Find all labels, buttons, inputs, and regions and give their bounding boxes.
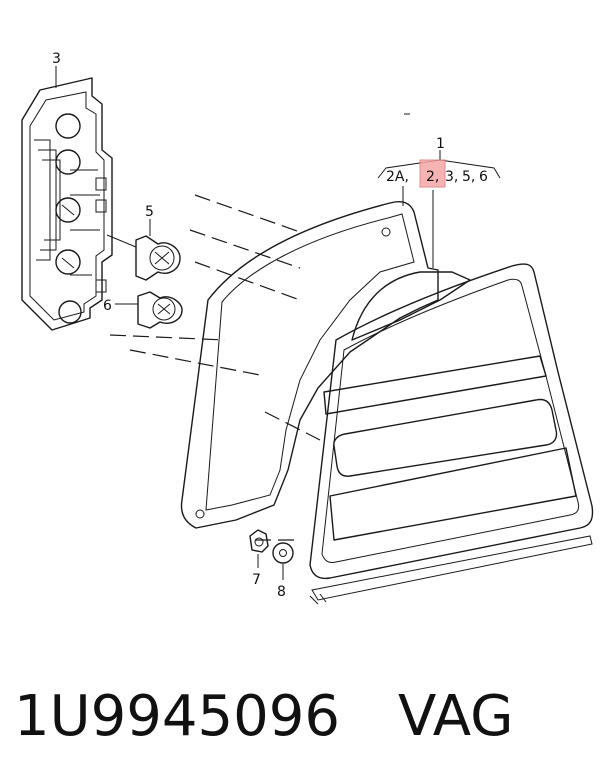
tail-light-exploded-diagram: 3 5 6 (21, 51, 594, 605)
highlighted-callout-box (419, 159, 446, 188)
callout-2a: 2A, (386, 169, 409, 185)
bulb-holder: 3 (21, 51, 113, 331)
washer-8: 8 (272, 542, 294, 600)
callout-1: 1 (436, 136, 445, 152)
callout-7: 7 (252, 572, 261, 588)
callout-6-left: 6 (103, 298, 112, 314)
callout-bracket: 1 2A, 2, 3, 5, 6 (377, 113, 501, 268)
assembly-lines (109, 194, 321, 541)
lamp-housing (180, 201, 439, 529)
nut-7: 7 (249, 529, 269, 588)
part-number: 1U9945096 (14, 683, 341, 749)
callout-6-list: 6 (479, 169, 488, 185)
tail-light-lens (309, 263, 594, 605)
callout-8: 8 (277, 584, 286, 600)
brand-name: VAG (398, 683, 514, 749)
bulb-6: 6 (103, 291, 183, 329)
callout-5-list: 5, (462, 169, 475, 185)
callout-2: 2, (426, 169, 439, 185)
callout-5: 5 (145, 204, 154, 220)
caption: 1U9945096 VAG (14, 676, 594, 756)
callout-3-list: 3, (445, 169, 458, 185)
callout-3: 3 (52, 51, 61, 67)
bulb-5: 5 (106, 204, 181, 281)
